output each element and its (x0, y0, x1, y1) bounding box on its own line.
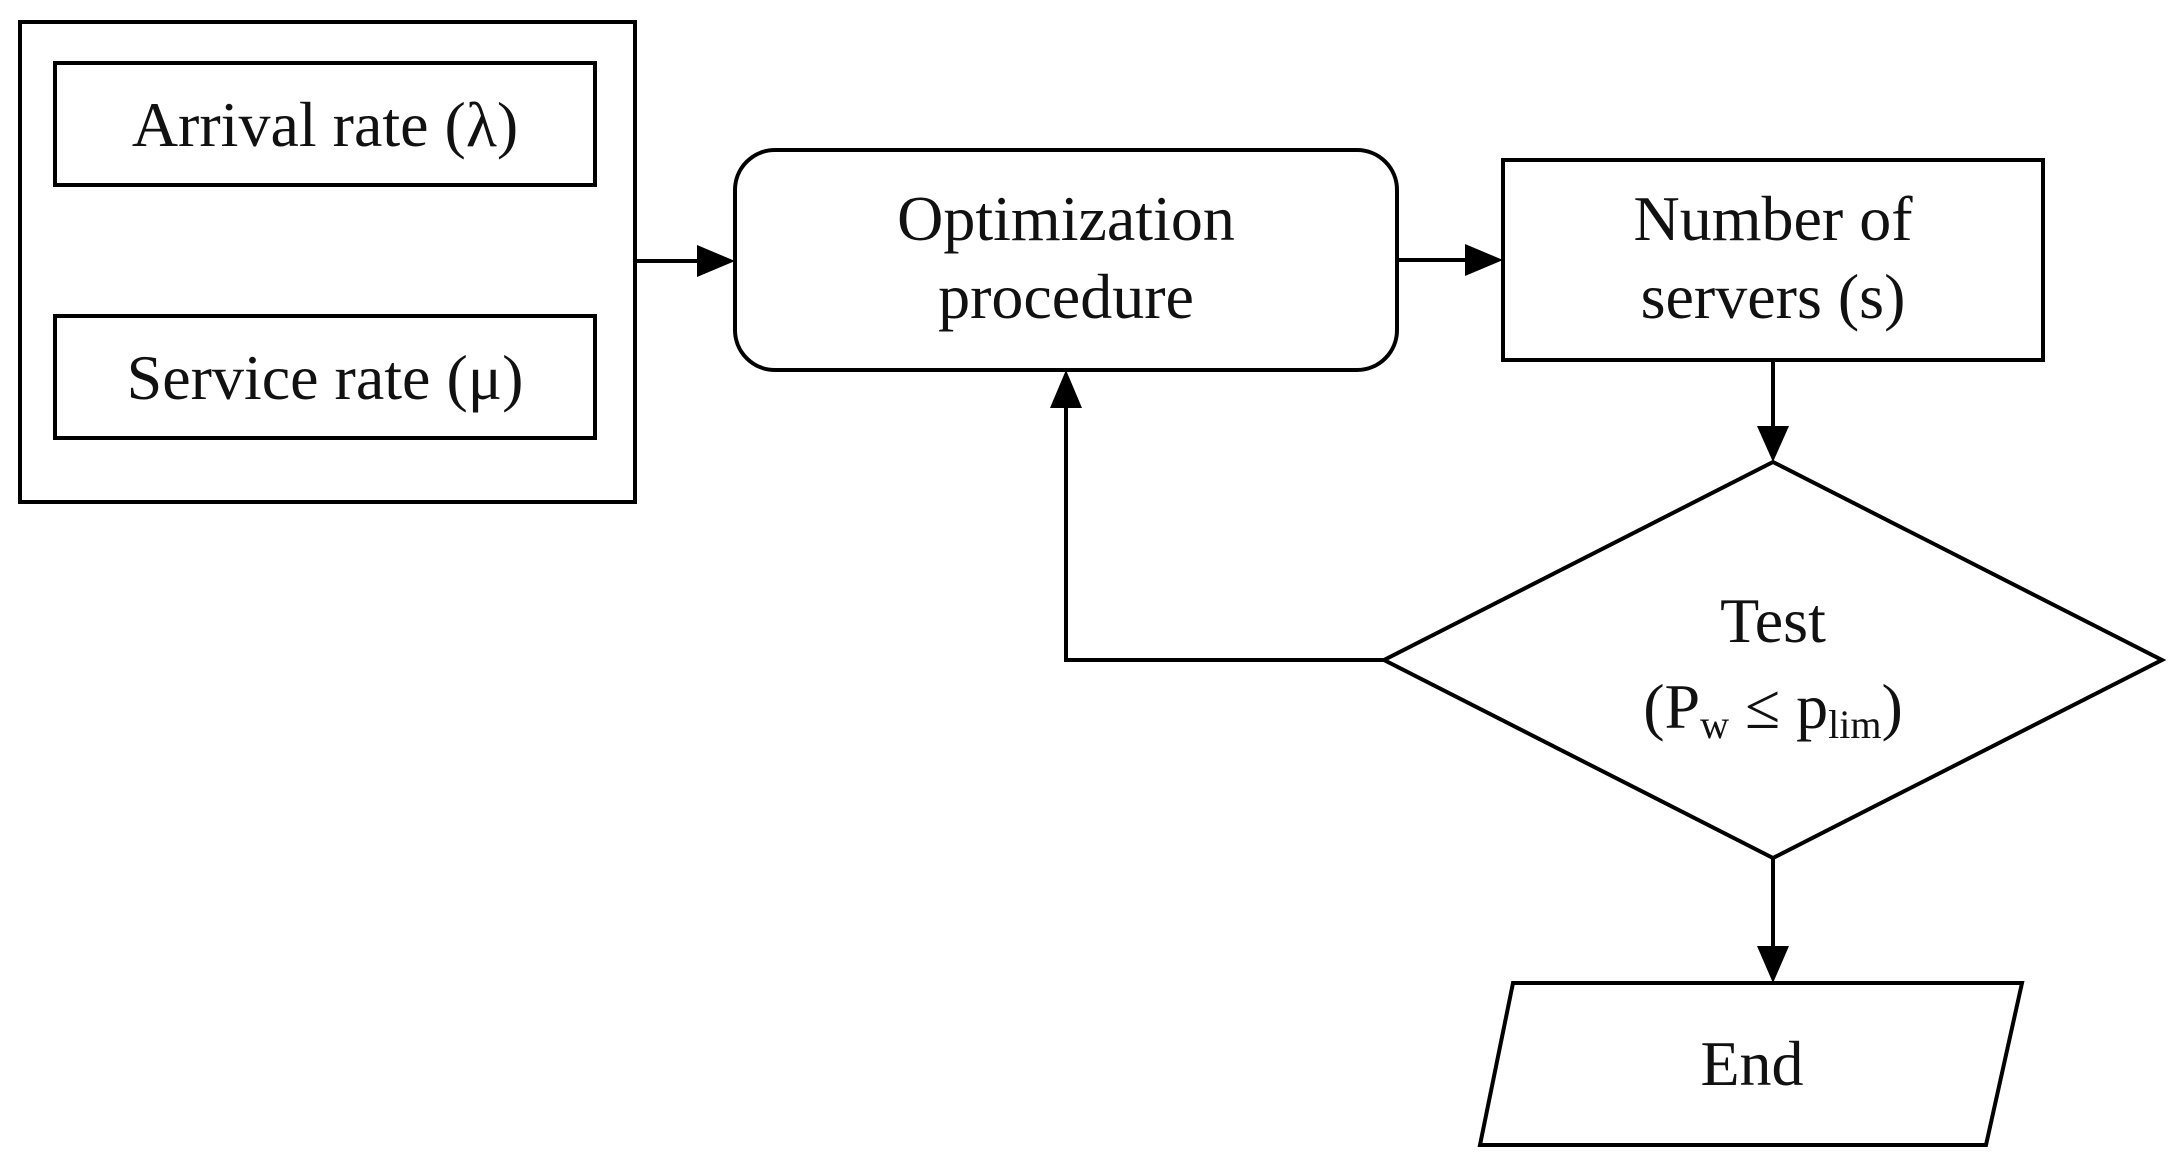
connector-test-to-optimization (1064, 408, 1384, 662)
test-condition-open: (P (1643, 671, 1700, 742)
optimization-procedure-label-line2: procedure (938, 261, 1194, 332)
number-of-servers-label-line2: servers (s) (1641, 261, 1906, 332)
test-label: Test (1720, 585, 1826, 656)
test-condition-subscript-lim: lim (1828, 702, 1881, 747)
arrival-rate-label: Arrival rate (λ) (132, 89, 518, 160)
test-condition-close: ) (1881, 671, 1902, 742)
end-label: End (1700, 1028, 1803, 1099)
test-condition: (Pw ≤ plim) (1643, 671, 1903, 747)
arrowhead-optimization-to-servers (1465, 244, 1503, 276)
arrival-rate-box (53, 61, 597, 187)
arrowhead-inputs-to-optimization (697, 245, 735, 277)
optimization-procedure-label-line1: Optimization (897, 183, 1235, 254)
service-rate-box (53, 314, 597, 440)
test-condition-relation: ≤ p (1729, 671, 1828, 742)
arrowhead-test-to-optimization (1050, 370, 1082, 408)
service-rate-label: Service rate (μ) (127, 342, 524, 413)
test-decision-diamond (1379, 459, 2167, 861)
number-of-servers-label-line1: Number of (1633, 183, 1913, 254)
arrowhead-test-to-end (1757, 946, 1789, 983)
arrowhead-servers-to-test (1757, 426, 1789, 462)
test-condition-subscript-w: w (1700, 702, 1729, 747)
end-terminal-parallelogram (1477, 981, 2025, 1147)
